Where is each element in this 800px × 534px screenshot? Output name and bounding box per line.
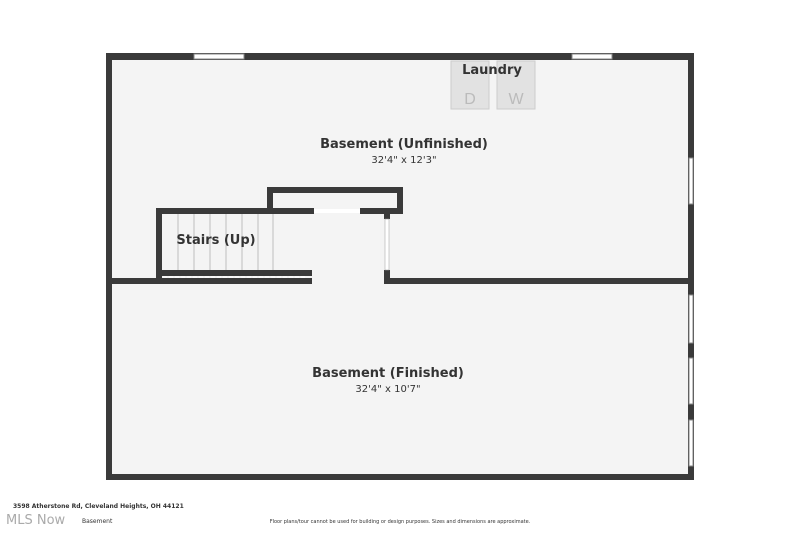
floor-area	[106, 53, 694, 480]
outer-walls	[106, 53, 694, 480]
laundry-label: Laundry	[462, 63, 522, 78]
address: 3598 Atherstone Rd, Cleveland Heights, O…	[13, 503, 184, 510]
dryer: D	[450, 60, 490, 110]
dryer-letter: D	[464, 91, 476, 108]
interior-walls	[106, 187, 694, 284]
windows	[193, 53, 694, 467]
stair-treads	[177, 214, 274, 270]
unfinished-room-name: Basement (Unfinished)	[320, 137, 488, 152]
floor-name: Basement	[82, 518, 113, 525]
disclaimer: Floor plans/tour cannot be used for buil…	[269, 519, 531, 525]
unfinished-room-dims: 32'4" x 12'3"	[371, 155, 437, 166]
stairs-label: Stairs (Up)	[176, 233, 256, 248]
opening	[314, 209, 360, 213]
finished-room-name: Basement (Finished)	[312, 366, 464, 381]
mls-watermark: MLS Now	[6, 513, 66, 528]
door-opening	[384, 218, 390, 271]
washer-letter: W	[508, 91, 524, 108]
finished-room-dims: 32'4" x 10'7"	[355, 384, 421, 395]
washer: W	[496, 60, 536, 110]
